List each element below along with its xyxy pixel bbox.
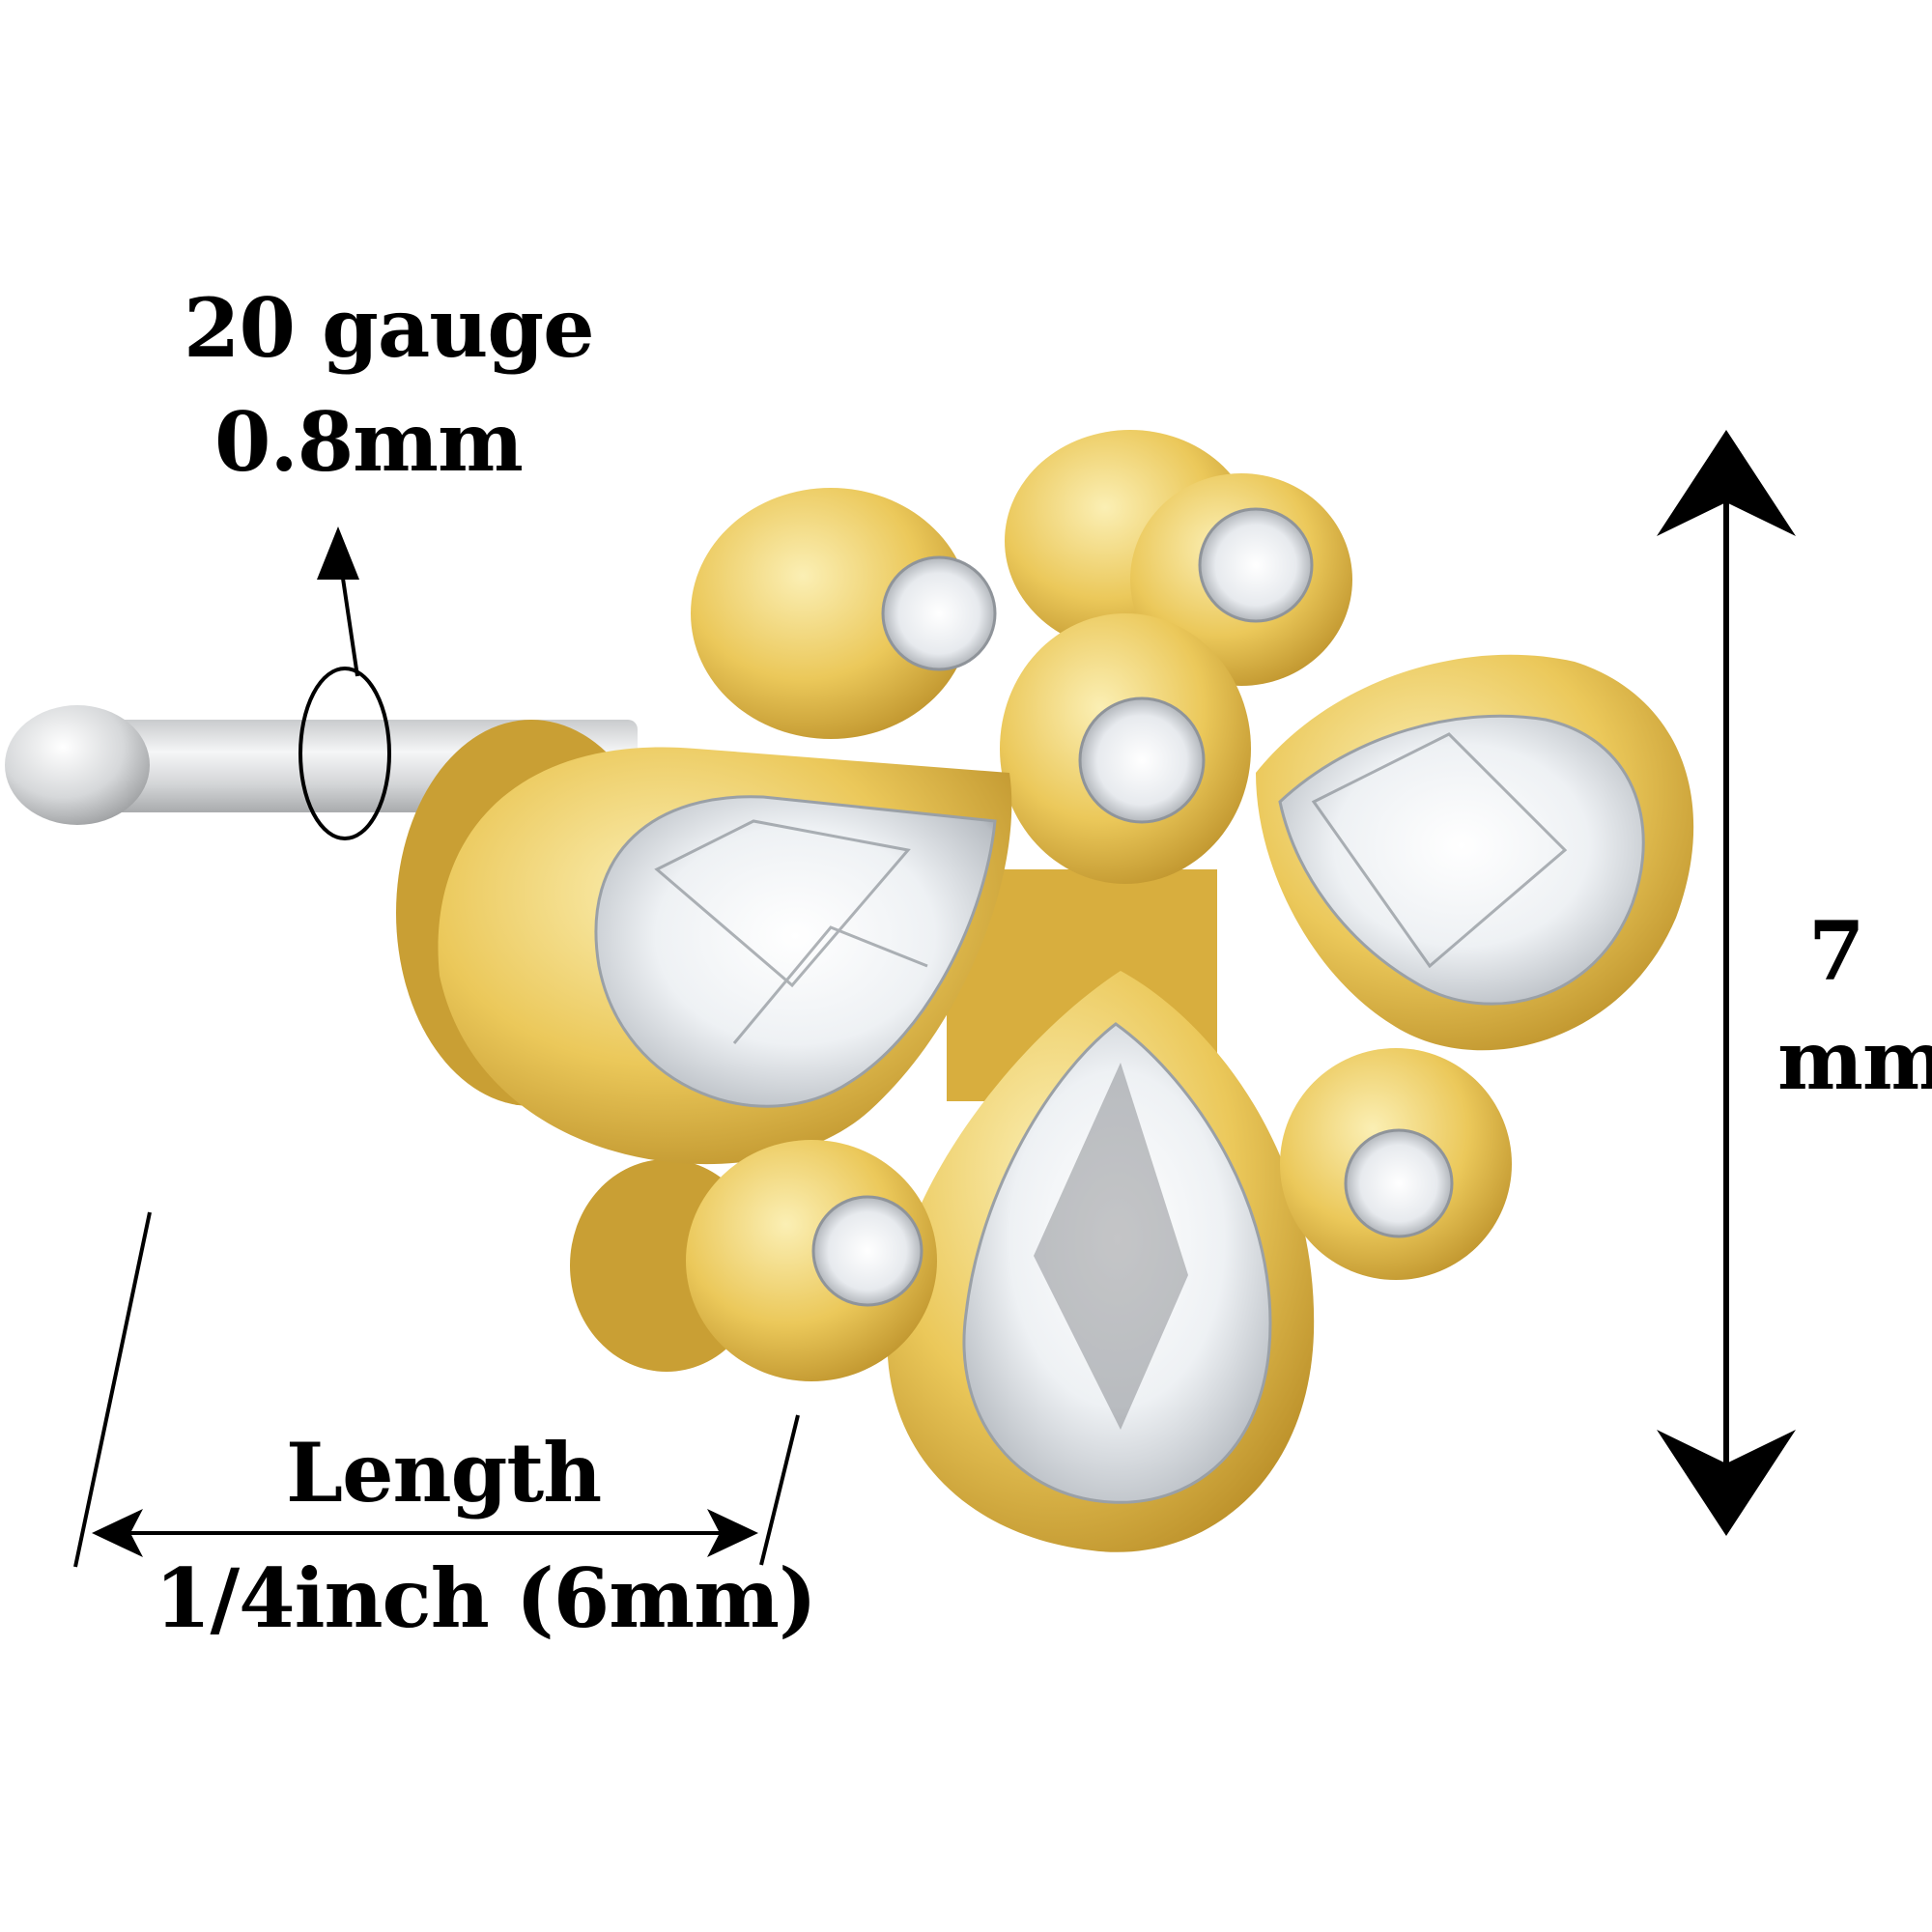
double-arrow-icon xyxy=(1657,430,1796,536)
height-dimension-arrow xyxy=(1657,430,1796,1536)
height-value-label: 7 xyxy=(1808,903,1864,999)
round-stone-5 xyxy=(1344,1128,1454,1238)
gemstones xyxy=(594,507,1645,1504)
gauge-diameter-label: 0.8mm xyxy=(214,394,524,490)
arrow-up-icon xyxy=(317,526,359,580)
pear-stone-bottom xyxy=(962,1022,1272,1504)
pear-stone-right xyxy=(1278,714,1645,1006)
post-ball-end xyxy=(5,705,150,825)
round-stone-1 xyxy=(881,555,997,671)
round-stone-4 xyxy=(811,1195,923,1307)
length-value-label: 1/4inch (6mm) xyxy=(155,1550,817,1646)
pear-stone-left xyxy=(594,795,997,1108)
height-unit-label: mm xyxy=(1777,1012,1932,1108)
length-dimension xyxy=(73,1211,800,1568)
length-title-label: Length xyxy=(286,1425,602,1520)
gauge-label: 20 gauge xyxy=(184,280,595,376)
round-stone-2 xyxy=(1198,507,1314,623)
round-stone-3 xyxy=(1078,696,1206,824)
gauge-indicator xyxy=(298,526,391,840)
